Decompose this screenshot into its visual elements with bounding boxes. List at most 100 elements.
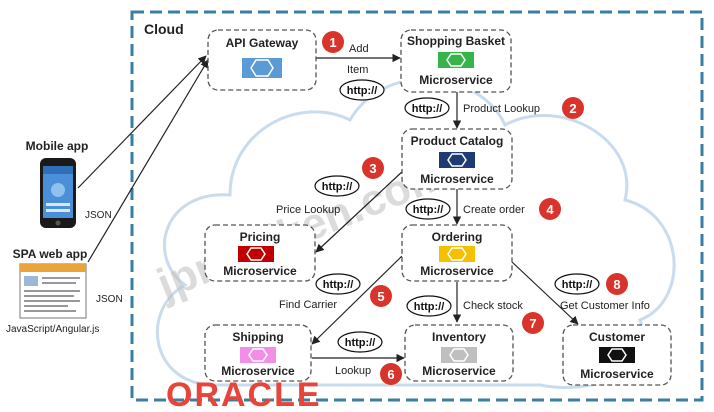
shipping-subtitle: Microservice: [221, 364, 295, 378]
step-1-label-line1: Add: [349, 43, 369, 55]
catalog-icon-bg: [439, 152, 475, 168]
pricing-subtitle: Microservice: [223, 264, 297, 278]
http-label: http://: [345, 337, 376, 349]
step-6-label: Lookup: [335, 365, 371, 377]
step-5-number: 5: [377, 289, 384, 304]
basket-hexagon-icon: [446, 53, 466, 67]
shopping-basket-title: Shopping Basket: [407, 34, 505, 48]
phone-screen-graphic: [51, 183, 65, 197]
shipping-icon-bg: [240, 347, 276, 363]
step-8-label: Get Customer Info: [560, 300, 650, 312]
step-8-get-customer-info: http:// 8 Get Customer Info: [554, 273, 650, 312]
customer-title: Customer: [589, 330, 645, 344]
browser-titlebar: [20, 264, 86, 272]
browser-content-block: [24, 276, 38, 286]
customer-icon-bg: [599, 347, 635, 363]
customer-subtitle: Microservice: [580, 367, 654, 381]
step-7-label: Check stock: [463, 300, 523, 312]
browser-text-line: [42, 277, 80, 279]
product-catalog-box[interactable]: Product Catalog Microservice: [401, 128, 513, 190]
connector-spa-to-gateway: [87, 59, 209, 263]
http-label: http://: [562, 279, 593, 291]
step-6-number: 6: [387, 367, 394, 382]
phone-screen-line: [46, 203, 70, 206]
step-6-badge: [380, 363, 402, 385]
shipping-hexagon-icon: [248, 348, 268, 362]
browser-text-line: [24, 300, 80, 302]
step-6-lookup: http:// Lookup 6: [335, 331, 402, 385]
gateway-icon-bg: [242, 58, 282, 78]
shopping-basket-box[interactable]: Shopping Basket Microservice: [400, 29, 512, 93]
oracle-logo: ORACLE: [166, 376, 322, 412]
pricing-icon-bg: [238, 246, 274, 262]
browser-text-line: [24, 295, 74, 297]
customer-hexagon-icon: [607, 348, 627, 362]
http-pill: [405, 198, 451, 220]
shipping-title: Shipping: [232, 330, 283, 344]
step-1-number: 1: [329, 35, 336, 50]
step-1-label-line2: Item: [347, 64, 368, 76]
ordering-hexagon-icon: [447, 247, 467, 261]
step-5-label: Find Carrier: [279, 299, 337, 311]
inventory-box[interactable]: Inventory Microservice: [404, 324, 514, 382]
http-pill: [337, 331, 383, 353]
browser-text-line: [24, 310, 76, 312]
step-2-label: Product Lookup: [463, 103, 540, 115]
step-3-label: Price Lookup: [276, 204, 340, 216]
ordering-box[interactable]: Ordering Microservice: [401, 224, 513, 282]
mobile-app-client: Mobile app JSON: [26, 139, 112, 228]
connector-catalog-to-pricing: [315, 169, 405, 253]
ordering-icon-bg: [439, 246, 475, 262]
pricing-hexagon-icon: [246, 247, 266, 261]
step-4-number: 4: [546, 202, 554, 217]
customer-box[interactable]: Customer Microservice: [562, 324, 672, 386]
step-2-badge: [562, 97, 584, 119]
ordering-title: Ordering: [432, 230, 483, 244]
step-1-badge: [322, 31, 344, 53]
http-pill: [404, 97, 450, 119]
mobile-app-title: Mobile app: [26, 139, 89, 153]
browser-text-line: [24, 290, 80, 292]
step-7-check-stock: http:// Check stock 7: [406, 295, 544, 334]
step-8-number: 8: [613, 277, 620, 292]
connector-ordering-to-customer: [511, 261, 579, 325]
cloud-label: Cloud: [144, 21, 184, 37]
browser-text-line: [24, 305, 68, 307]
step-4-badge: [539, 198, 561, 220]
http-label: http://: [414, 301, 445, 313]
product-catalog-title: Product Catalog: [411, 134, 504, 148]
spa-tech-label: JavaScript/Angular.js: [6, 324, 99, 335]
step-4-label: Create order: [463, 204, 525, 216]
step-2-number: 2: [569, 101, 576, 116]
inventory-hexagon-icon: [449, 348, 469, 362]
connector-ordering-to-shipping: [311, 255, 403, 345]
step-1-add-item: Add Item 1 http://: [322, 31, 385, 101]
cloud-boundary: [130, 10, 704, 402]
step-8-badge: [606, 273, 628, 295]
step-2-product-lookup: http:// Product Lookup 2: [404, 97, 584, 119]
gateway-hexagon-icon: [250, 59, 274, 77]
api-gateway-box[interactable]: API Gateway: [207, 29, 317, 91]
step-7-badge: [522, 312, 544, 334]
pricing-box[interactable]: Pricing Microservice: [204, 224, 316, 282]
http-label: http://: [413, 204, 444, 216]
phone-screen-header: [43, 166, 73, 174]
step-3-badge: [362, 157, 384, 179]
spa-web-app-client: SPA web app JSON JavaScript/Angular.js: [6, 247, 123, 335]
phone-home-button: [55, 220, 61, 226]
step-7-number: 7: [529, 316, 536, 331]
http-label: http://: [323, 279, 354, 291]
inventory-title: Inventory: [432, 330, 486, 344]
http-pill: [314, 175, 360, 197]
spa-format-label: JSON: [96, 294, 123, 305]
spa-app-title: SPA web app: [13, 247, 88, 261]
shipping-box[interactable]: Shipping Microservice: [204, 324, 312, 382]
step-4-create-order: http:// Create order 4: [405, 198, 561, 220]
connector-mobile-to-gateway: [77, 55, 207, 189]
basket-icon-bg: [438, 52, 474, 68]
shopping-basket-subtitle: Microservice: [419, 73, 493, 87]
catalog-hexagon-icon: [447, 153, 467, 167]
step-3-price-lookup: 3 http:// Price Lookup: [276, 157, 384, 216]
product-catalog-subtitle: Microservice: [420, 172, 494, 186]
inventory-subtitle: Microservice: [422, 364, 496, 378]
